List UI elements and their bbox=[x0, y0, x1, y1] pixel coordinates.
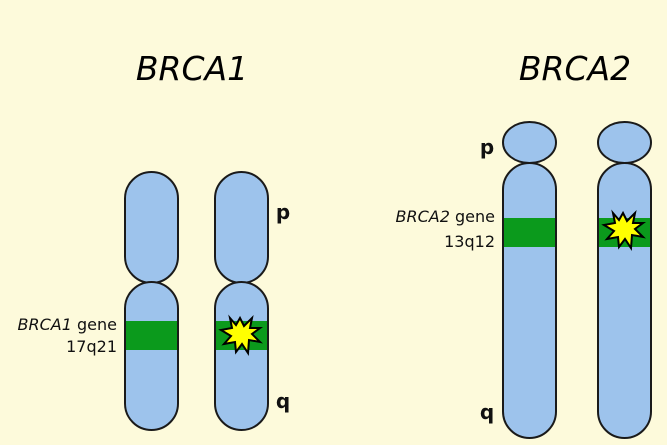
gene-label: BRCA2 gene bbox=[396, 207, 495, 226]
p-arm bbox=[597, 121, 652, 164]
chromosome-13-normal bbox=[502, 121, 557, 439]
q-arm bbox=[124, 281, 179, 431]
panel-brca2: BRCA2 BRCA2 gene 13q12 p q bbox=[396, 49, 652, 439]
chromosome-17-mutated bbox=[214, 171, 269, 431]
panel-title: BRCA2 bbox=[519, 49, 631, 88]
q-arm-label: q bbox=[276, 389, 290, 413]
p-arm bbox=[214, 171, 269, 284]
gene-locus: 17q21 bbox=[66, 337, 117, 356]
q-arm bbox=[597, 162, 652, 439]
p-arm-label: p bbox=[480, 135, 494, 159]
q-arm bbox=[502, 162, 557, 439]
panel-title: BRCA1 bbox=[136, 49, 248, 88]
q-arm-label: q bbox=[480, 400, 494, 424]
gene-band bbox=[126, 321, 177, 350]
chromosome-17-normal bbox=[124, 171, 179, 431]
chromosome-13-mutated bbox=[597, 121, 652, 439]
p-arm-label: p bbox=[276, 200, 290, 224]
gene-label: BRCA1 gene bbox=[18, 315, 117, 334]
p-arm bbox=[124, 171, 179, 284]
p-arm bbox=[502, 121, 557, 164]
q-arm bbox=[214, 281, 269, 431]
gene-locus: 13q12 bbox=[444, 232, 495, 251]
mutation-burst-icon bbox=[601, 209, 646, 251]
panel-brca1: BRCA1 BRCA1 gene 17q21 p q bbox=[18, 49, 290, 431]
gene-band bbox=[504, 218, 555, 247]
mutation-burst-icon bbox=[218, 314, 263, 356]
